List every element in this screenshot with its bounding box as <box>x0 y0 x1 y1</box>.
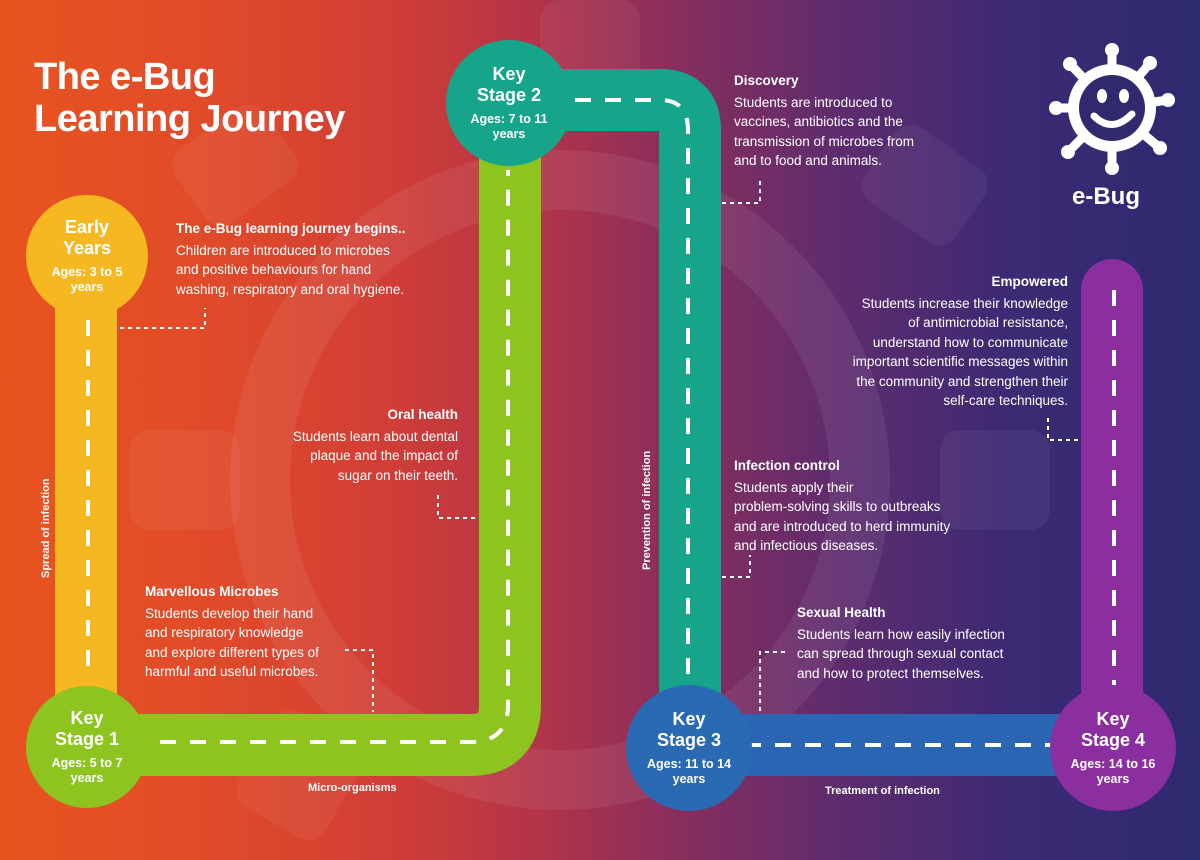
stage-key-stage-2: Key Stage 2 Ages: 7 to 11 years <box>446 40 572 166</box>
stage-name: Early Years <box>62 217 112 258</box>
block-text: Students learn about dental plaque and t… <box>292 428 458 483</box>
stage-ages: Ages: 11 to 14 years <box>646 757 732 786</box>
block-oral-health: Oral health Students learn about dental … <box>250 405 458 485</box>
stage-ages: Ages: 5 to 7 years <box>51 756 123 785</box>
stage-ages: Ages: 7 to 11 years <box>470 112 548 141</box>
connector-lines <box>120 178 1082 712</box>
block-text: Students learn how easily infection can … <box>797 626 1005 681</box>
stage-key-stage-1: Key Stage 1 Ages: 5 to 7 years <box>26 686 148 808</box>
block-infection-control: Infection control Students apply their p… <box>734 456 950 556</box>
block-text: Students are introduced to vaccines, ant… <box>734 94 915 169</box>
logo-text: e-Bug <box>1072 183 1140 210</box>
block-text: Students develop their hand and respirat… <box>145 605 319 680</box>
block-text: Students apply their problem-solving ski… <box>734 479 951 554</box>
stage-name: Key Stage 2 <box>476 64 542 105</box>
stage-ages: Ages: 3 to 5 years <box>51 265 123 294</box>
block-heading: Empowered <box>991 274 1068 289</box>
smiling-microbe-icon <box>1049 43 1175 175</box>
stage-name: Key Stage 4 <box>1080 709 1146 750</box>
block-text: Students increase their knowledge of ant… <box>852 295 1068 409</box>
road-markings <box>86 98 1116 747</box>
block-heading: Marvellous Microbes <box>145 584 279 599</box>
stage-ages: Ages: 14 to 16 years <box>1070 757 1156 786</box>
block-heading: Infection control <box>734 458 840 473</box>
stage-name: Key Stage 1 <box>54 708 120 749</box>
label-micro-organisms: Micro-organisms <box>308 782 397 794</box>
stage-key-stage-4: Key Stage 4 Ages: 14 to 16 years <box>1050 685 1176 811</box>
block-heading: Sexual Health <box>797 605 886 620</box>
block-marvellous-microbes: Marvellous Microbes Students develop the… <box>145 582 319 682</box>
block-discovery: Discovery Students are introduced to vac… <box>734 71 914 171</box>
block-journey-begins: The e-Bug learning journey begins.. Chil… <box>176 219 406 299</box>
block-heading: Discovery <box>734 73 799 88</box>
block-heading: Oral health <box>387 407 458 422</box>
block-text: Children are introduced to microbes and … <box>176 242 405 297</box>
block-sexual-health: Sexual Health Students learn how easily … <box>797 603 1005 683</box>
stage-name: Key Stage 3 <box>656 709 722 750</box>
label-prevention-of-infection: Prevention of infection <box>641 450 653 570</box>
label-treatment-of-infection: Treatment of infection <box>825 785 940 797</box>
page-title: The e-Bug Learning Journey <box>34 56 345 140</box>
block-empowered: Empowered Students increase their knowle… <box>808 272 1068 411</box>
stage-key-stage-3: Key Stage 3 Ages: 11 to 14 years <box>626 685 752 811</box>
stage-early-years: Early Years Ages: 3 to 5 years <box>26 195 148 317</box>
block-heading: The e-Bug learning journey begins.. <box>176 221 406 236</box>
background-microbe-watermark <box>230 150 890 810</box>
label-spread-of-infection: Spread of infection <box>40 478 52 578</box>
